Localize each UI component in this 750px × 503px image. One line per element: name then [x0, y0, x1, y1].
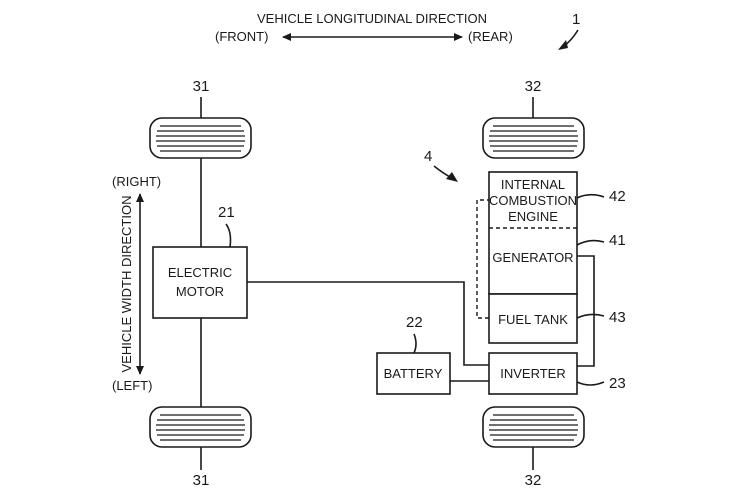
figure-ref-1: 1	[572, 11, 580, 28]
battery-box	[376, 352, 451, 395]
rear-right-wheel	[482, 117, 585, 159]
generator-ref-leader	[576, 239, 605, 246]
electric-motor-box	[152, 246, 248, 319]
inverter-label: INVERTER	[500, 366, 566, 381]
fuel-tank-ref: 43	[609, 309, 626, 326]
engine-generator-box	[488, 171, 578, 295]
electric-motor-label-line1: ELECTRIC	[168, 265, 232, 280]
width-direction-label: VEHICLE WIDTH DIRECTION	[119, 196, 134, 373]
longitudinal-direction-label: VEHICLE LONGITUDINAL DIRECTION	[257, 11, 487, 26]
battery-ref: 22	[406, 314, 423, 331]
rear-label: (REAR)	[468, 29, 513, 44]
front-left-wheel	[149, 406, 252, 448]
generator-inverter-wire	[577, 255, 595, 367]
generator-unit-arrowhead	[446, 172, 458, 182]
engine-label-line3: ENGINE	[508, 209, 558, 224]
front-right-wheel-ref: 31	[193, 78, 210, 95]
fuel-line	[476, 199, 489, 319]
inverter-box	[488, 352, 578, 395]
generator-unit-ref: 4	[424, 148, 432, 165]
inverter-ref: 23	[609, 375, 626, 392]
engine-ref: 42	[609, 188, 626, 205]
electric-motor-label-line2: MOTOR	[176, 284, 224, 299]
rear-left-wheel-ref: 32	[525, 472, 542, 489]
inverter-ref-leader	[576, 381, 605, 386]
rear-left-wheel	[482, 406, 585, 448]
front-label: (FRONT)	[215, 29, 268, 44]
right-label: (RIGHT)	[112, 174, 161, 189]
generator-label: GENERATOR	[492, 250, 573, 265]
figure-ref-arrowhead	[558, 40, 568, 50]
engine-ref-leader	[576, 193, 605, 199]
motor-inverter-wire	[247, 281, 489, 366]
battery-ref-leader	[413, 333, 417, 354]
front-left-wheel-ref: 31	[193, 472, 210, 489]
engine-label-line2: COMBUSTION	[489, 193, 577, 208]
fuel-tank-label: FUEL TANK	[498, 312, 568, 327]
battery-label: BATTERY	[384, 366, 443, 381]
engine-label-line1: INTERNAL	[501, 177, 565, 192]
left-label: (LEFT)	[112, 378, 152, 393]
electric-motor-ref: 21	[218, 204, 235, 221]
generator-ref: 41	[609, 232, 626, 249]
rear-right-wheel-ref: 32	[525, 78, 542, 95]
front-right-wheel	[149, 117, 252, 159]
fuel-tank-ref-leader	[576, 313, 605, 319]
electric-motor-ref-leader	[225, 223, 232, 248]
